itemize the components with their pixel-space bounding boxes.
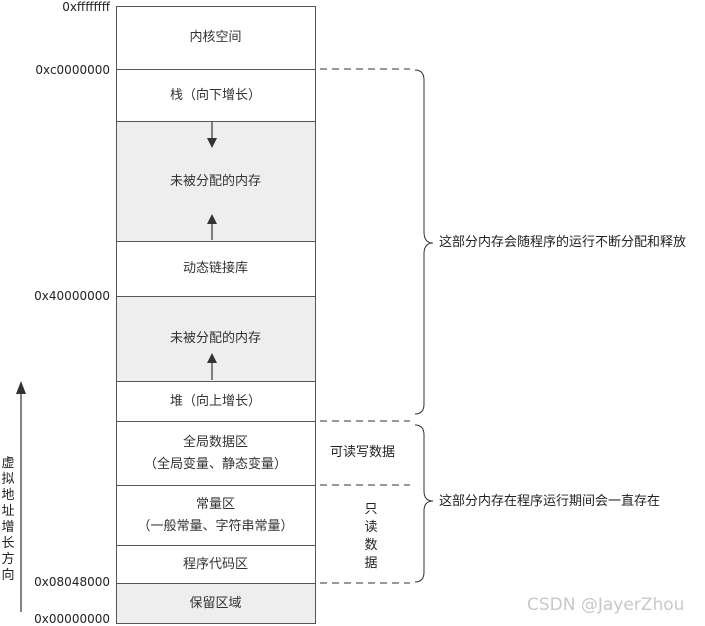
readonly-char: 读 bbox=[364, 520, 378, 535]
readwrite-label: 可读写数据 bbox=[330, 445, 396, 460]
address-zero-label: 0x00000000 bbox=[34, 612, 110, 626]
constant-subtitle: （一般常量、字符串常量） bbox=[137, 518, 294, 534]
kernel-space-label: 内核空间 bbox=[189, 29, 242, 45]
readonly-label: 只 读 数 据 bbox=[364, 501, 378, 573]
heap-up-arrow bbox=[207, 353, 217, 380]
watermark: CSDN @JayerZhou bbox=[527, 595, 685, 615]
heap-segment: 堆（向上增长） bbox=[116, 381, 315, 421]
growth-char: 方 bbox=[1, 552, 15, 567]
unallocated-upper-label: 未被分配的内存 bbox=[169, 173, 261, 189]
code-label: 程序代码区 bbox=[182, 556, 248, 572]
address-code-base-label: 0x08048000 bbox=[34, 575, 110, 589]
stack-label: 栈（向下增长） bbox=[169, 87, 261, 103]
stack-segment: 栈（向下增长） bbox=[116, 69, 315, 121]
readonly-char: 据 bbox=[364, 556, 378, 571]
dynamic-region-note: 这部分内存会随程序的运行不断分配和释放 bbox=[439, 235, 687, 250]
reserved-segment: 保留区域 bbox=[116, 583, 315, 624]
address-growth-arrow bbox=[16, 381, 26, 612]
growth-char: 向 bbox=[1, 568, 15, 583]
readonly-char: 数 bbox=[364, 538, 378, 553]
kernel-space-segment: 内核空间 bbox=[116, 6, 315, 69]
code-segment: 程序代码区 bbox=[116, 545, 315, 583]
growth-char: 拟 bbox=[1, 472, 15, 487]
growth-char: 虚 bbox=[1, 456, 15, 471]
constant-title: 常量区 bbox=[195, 496, 235, 512]
global-data-title: 全局数据区 bbox=[182, 434, 248, 450]
shared-libs-segment: 动态链接库 bbox=[116, 241, 315, 296]
address-shared-lib-base-label: 0x40000000 bbox=[34, 289, 110, 303]
upper-up-arrow bbox=[207, 214, 217, 240]
static-region-note: 这部分内存在程序运行期间会一直存在 bbox=[439, 494, 661, 509]
heap-label: 堆（向上增长） bbox=[169, 393, 261, 409]
stack-down-arrow bbox=[207, 122, 217, 148]
growth-char: 长 bbox=[1, 536, 15, 551]
growth-char: 增 bbox=[1, 520, 15, 535]
growth-char: 址 bbox=[1, 504, 15, 519]
constant-segment: 常量区 （一般常量、字符串常量） bbox=[116, 485, 315, 545]
reserved-label: 保留区域 bbox=[189, 596, 242, 611]
address-top-label: 0xffffffff bbox=[62, 0, 110, 14]
address-growth-label: 虚 拟 地 址 增 长 方 向 bbox=[0, 456, 16, 584]
readonly-char: 只 bbox=[364, 502, 378, 517]
dynamic-region-brace bbox=[414, 69, 434, 415]
global-data-segment: 全局数据区 （全局变量、静态变量） bbox=[116, 421, 315, 485]
static-region-brace bbox=[414, 424, 434, 583]
unallocated-lower-segment: 未被分配的内存 bbox=[116, 296, 315, 381]
global-data-subtitle: （全局变量、静态变量） bbox=[143, 456, 287, 472]
growth-char: 地 bbox=[1, 488, 15, 503]
address-kernel-base-label: 0xc0000000 bbox=[35, 63, 110, 77]
shared-libs-label: 动态链接库 bbox=[182, 261, 248, 276]
unallocated-lower-label: 未被分配的内存 bbox=[169, 331, 261, 346]
